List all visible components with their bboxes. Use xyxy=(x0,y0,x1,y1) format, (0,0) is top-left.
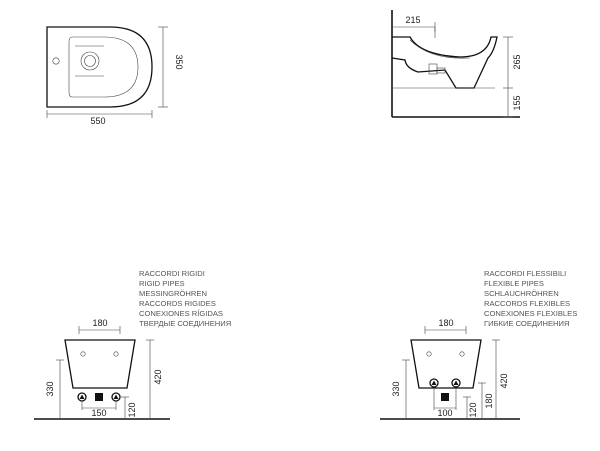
water-supply-icon xyxy=(77,392,87,402)
flexible-drain-height-dim: 120 xyxy=(468,402,478,417)
side-view-body-outline xyxy=(391,36,498,89)
flexible-total-height-dim: 420 xyxy=(499,373,509,388)
top-view-bowl-rim xyxy=(68,36,139,98)
flexible-outlet-height-dim: 180 xyxy=(484,393,494,408)
rigid-outlet-height-dim: 120 xyxy=(127,402,137,417)
flexible-inlet-height-dim: 330 xyxy=(391,381,401,396)
flexible-label-ru: ГИБКИЕ СОЕДИНЕНИЯ xyxy=(484,319,569,328)
flexible-label-es: CONEXIONES FLEXIBLES xyxy=(484,309,577,318)
side-view-height-dim: 265 xyxy=(512,54,522,69)
bidet-drain-inner-icon xyxy=(84,55,96,67)
rigid-label-de: MESSINGRÖHREN xyxy=(139,289,207,298)
inlet-hole-icon xyxy=(113,351,119,357)
rigid-label-es: CONEXIONES RÍGIDAS xyxy=(139,309,223,318)
flexible-pipes-labels: RACCORDI FLESSIBILI FLEXIBLE PIPES SCHLA… xyxy=(484,269,577,328)
rigid-front-outline xyxy=(64,339,136,389)
side-view-trap xyxy=(436,67,446,74)
bidet-drain-outer-icon xyxy=(80,51,100,71)
flexible-label-en: FLEXIBLE PIPES xyxy=(484,279,544,288)
rigid-label-it: RACCORDI RIGIDI xyxy=(139,269,205,278)
side-view-offset-dim: 215 xyxy=(405,15,420,25)
rigid-label-ru: ТВЕРДЫЕ СОЕДИНЕНИЯ xyxy=(139,319,231,328)
side-view-inner-bowl xyxy=(409,39,471,59)
drain-outlet-icon xyxy=(441,393,449,401)
water-supply-arrow-icon xyxy=(431,380,437,385)
top-view-width-dim: 550 xyxy=(90,116,105,126)
rigid-pipes-labels: RACCORDI RIGIDI RIGID PIPES MESSINGRÖHRE… xyxy=(139,269,231,328)
flexible-label-it: RACCORDI FLESSIBILI xyxy=(484,269,566,278)
flexible-label-de: SCHLAUCHRÖHREN xyxy=(484,289,559,298)
rigid-total-height-dim: 420 xyxy=(153,369,163,384)
top-view-depth-dim: 350 xyxy=(174,54,184,69)
flexible-front-outline xyxy=(410,339,482,389)
flexible-label-fr: RACCORDS FLEXIBLES xyxy=(484,299,570,308)
top-view: 350 550 xyxy=(46,26,184,126)
side-view-trap xyxy=(428,63,438,75)
tap-hole-icon xyxy=(52,57,60,65)
flexible-spacing-dim: 100 xyxy=(437,408,452,418)
side-view: 215 265 155 xyxy=(391,10,522,118)
rigid-top-width-dim: 180 xyxy=(92,318,107,328)
rigid-pipes-view: RACCORDI RIGIDI RIGID PIPES MESSINGRÖHRE… xyxy=(34,269,231,420)
inlet-hole-icon xyxy=(459,351,465,357)
drain-outlet-icon xyxy=(95,393,103,401)
rigid-inlet-height-dim: 330 xyxy=(45,381,55,396)
flexible-top-width-dim: 180 xyxy=(438,318,453,328)
rigid-spacing-dim: 150 xyxy=(91,408,106,418)
inlet-hole-icon xyxy=(80,351,86,357)
water-supply-icon xyxy=(111,392,121,402)
flexible-pipes-view: RACCORDI FLESSIBILI FLEXIBLE PIPES SCHLA… xyxy=(380,269,577,420)
water-supply-arrow-icon xyxy=(113,394,119,399)
water-supply-icon xyxy=(451,378,461,388)
water-supply-arrow-icon xyxy=(79,394,85,399)
rigid-label-fr: RACCORDS RIGIDES xyxy=(139,299,216,308)
rigid-label-en: RIGID PIPES xyxy=(139,279,185,288)
top-view-outline xyxy=(46,26,153,108)
side-view-base-dim: 155 xyxy=(512,95,522,110)
water-supply-icon xyxy=(429,378,439,388)
inlet-hole-icon xyxy=(426,351,432,357)
water-supply-arrow-icon xyxy=(453,380,459,385)
